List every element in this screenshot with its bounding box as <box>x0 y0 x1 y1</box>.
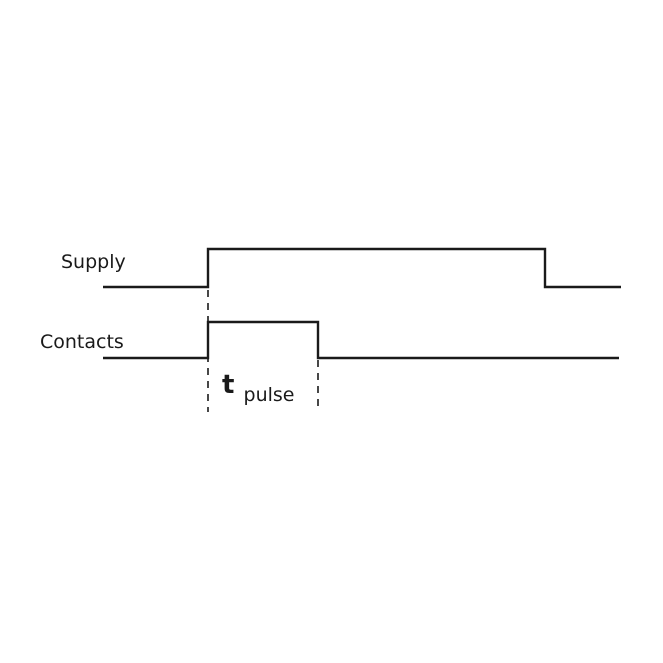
supply-label: Supply <box>61 251 126 273</box>
supply-waveform <box>103 247 621 289</box>
contacts-label: Contacts <box>40 331 124 353</box>
pulse-time-label: t pulse <box>222 370 295 406</box>
contacts-waveform <box>103 320 619 360</box>
pulse-time-symbol: t <box>222 370 234 400</box>
pulse-time-subscript: pulse <box>244 384 295 406</box>
